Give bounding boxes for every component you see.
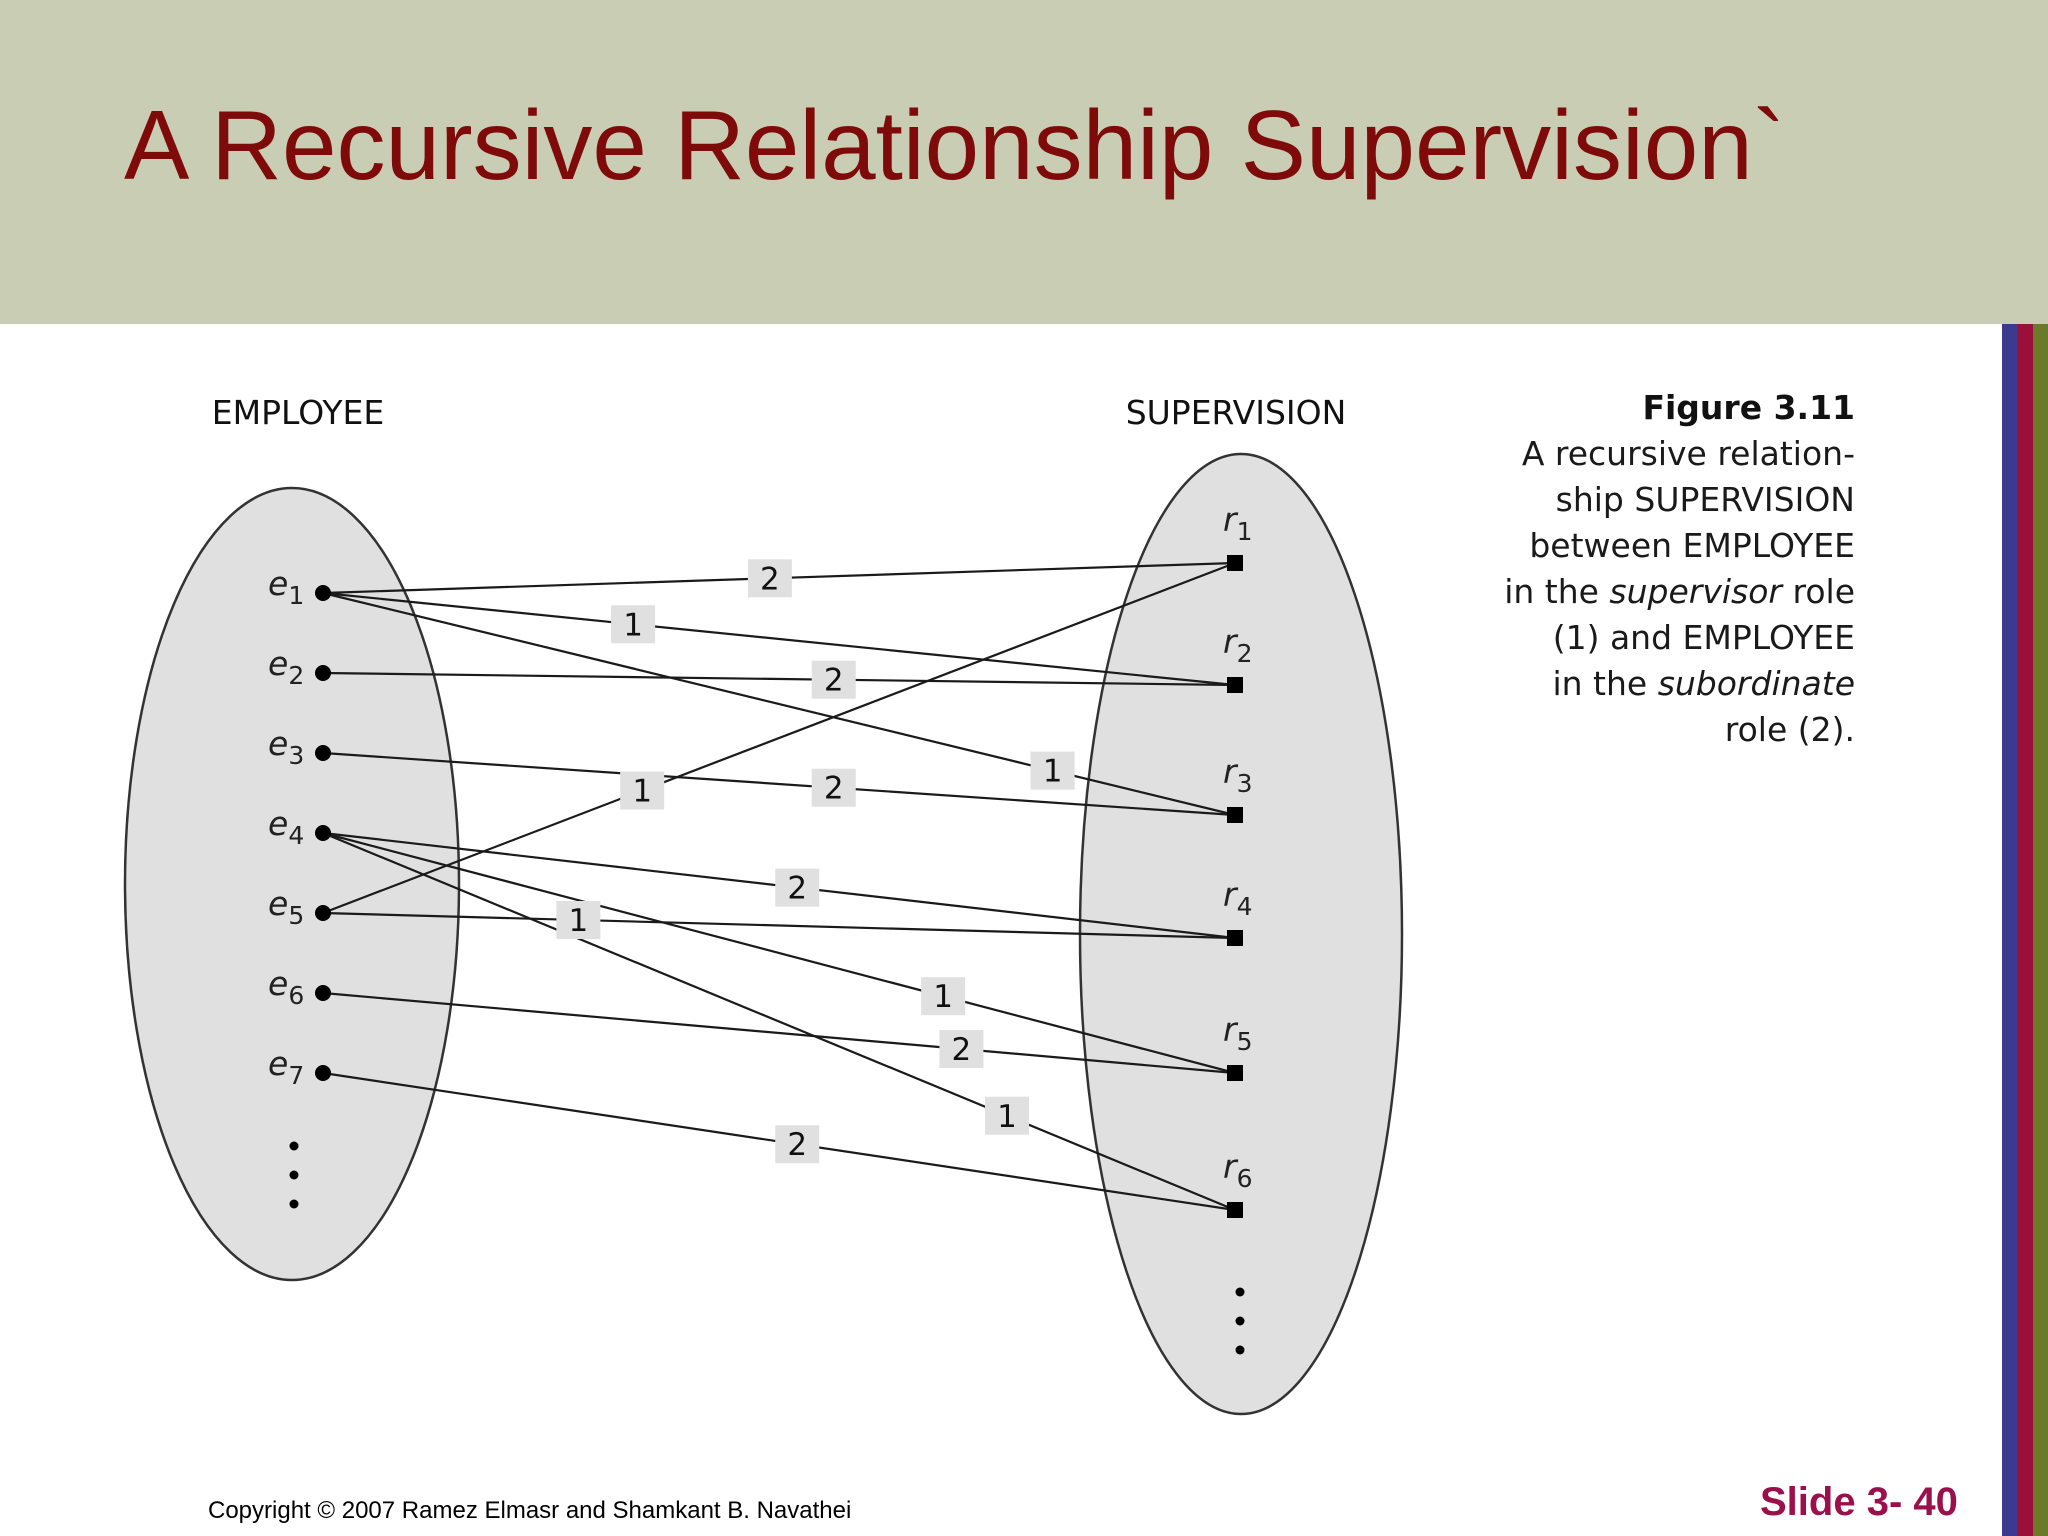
caption-text: in the xyxy=(1552,664,1658,703)
role-label: 1 xyxy=(568,903,588,939)
stripe-red xyxy=(2017,324,2033,1536)
link-e3-r3 xyxy=(322,751,1236,817)
ellipsis-dot xyxy=(1235,1316,1245,1326)
header-bar: A Recursive Relationship Supervision` xyxy=(0,0,2048,324)
employee-node-e1 xyxy=(315,585,331,601)
employee-node-e5 xyxy=(315,905,331,921)
ellipsis-dot xyxy=(289,1170,299,1180)
caption-line: ship SUPERVISION xyxy=(1555,480,1855,519)
caption-emphasis: supervisor xyxy=(1609,572,1782,611)
role-label: 1 xyxy=(997,1099,1017,1135)
ellipsis-dot xyxy=(289,1199,299,1209)
copyright-notice: Copyright © 2007 Ramez Elmasr and Shamka… xyxy=(208,1497,852,1524)
role-label-bg xyxy=(1030,751,1075,790)
employee-set-label: EMPLOYEE xyxy=(212,393,384,432)
role-label: 2 xyxy=(824,771,844,807)
role-label: 1 xyxy=(632,774,652,810)
ellipsis-dot xyxy=(1235,1287,1245,1297)
role-label-bg xyxy=(747,559,792,598)
supervision-set-label: SUPERVISION xyxy=(1126,393,1347,432)
stripe-blue xyxy=(2002,324,2018,1536)
ellipsis-dot xyxy=(1235,1345,1245,1355)
caption-line: in the supervisor role xyxy=(1400,569,1855,615)
relationship-node-r6 xyxy=(1227,1202,1243,1218)
role-label-bg xyxy=(811,660,856,699)
link-e4-r5 xyxy=(322,831,1236,1075)
employee-node-e2 xyxy=(315,665,331,681)
stripe-green xyxy=(2032,324,2048,1536)
decorative-stripes xyxy=(2002,324,2048,1536)
slide-number: Slide 3- 40 xyxy=(1760,1480,1958,1524)
role-label-bg xyxy=(775,1125,820,1164)
relationship-node-r5 xyxy=(1227,1065,1243,1081)
caption-line: A recursive relation- xyxy=(1521,434,1855,473)
employee-label-e6: e6 xyxy=(268,964,304,1010)
link-e2-r2 xyxy=(322,671,1236,687)
caption-line: role (2). xyxy=(1724,710,1855,749)
ellipsis-dot xyxy=(289,1141,299,1151)
role-label-bg xyxy=(811,768,856,807)
role-label: 2 xyxy=(952,1032,972,1068)
role-label: 2 xyxy=(787,871,807,907)
role-label: 1 xyxy=(933,979,953,1015)
caption-emphasis: subordinate xyxy=(1657,664,1855,703)
employee-node-e3 xyxy=(315,745,331,761)
caption-line: (1) and EMPLOYEE xyxy=(1552,618,1855,657)
relationship-node-r4 xyxy=(1227,930,1243,946)
employee-node-e4 xyxy=(315,825,331,841)
caption-line: between EMPLOYEE xyxy=(1529,526,1855,565)
relationship-node-r2 xyxy=(1227,677,1243,693)
supervision-ellipsis xyxy=(1235,1287,1245,1355)
figure-caption: Figure 3.11 A recursive relation- ship S… xyxy=(1400,385,1855,753)
role-label-bg xyxy=(775,868,820,907)
figure-label: Figure 3.11 xyxy=(1642,388,1855,427)
link-e1-r3 xyxy=(322,591,1236,817)
slide-title: A Recursive Relationship Supervision` xyxy=(124,90,1786,200)
employee-label-e3: e3 xyxy=(268,724,304,770)
role-label-bg xyxy=(620,771,665,810)
role-label-bg xyxy=(985,1096,1029,1135)
employee-set-ellipse xyxy=(123,486,461,1282)
role-label-bg xyxy=(556,901,601,939)
role-label: 1 xyxy=(1043,754,1063,790)
role-label-bg xyxy=(921,977,966,1016)
employee-ellipsis xyxy=(289,1141,299,1209)
link-e1-r2 xyxy=(322,591,1236,687)
role-label: 2 xyxy=(787,1127,807,1163)
relationship-node-r1 xyxy=(1227,555,1243,571)
link-e5-r4 xyxy=(322,911,1236,940)
role-label: 2 xyxy=(760,561,780,597)
employee-node-e7 xyxy=(315,1065,331,1081)
caption-text: role xyxy=(1782,572,1855,611)
caption-text: in the xyxy=(1504,572,1610,611)
link-e5-r1 xyxy=(322,561,1236,915)
role-label: 1 xyxy=(623,607,643,643)
role-label-bg xyxy=(939,1030,984,1068)
caption-line: in the subordinate xyxy=(1400,661,1855,707)
link-e4-r6 xyxy=(322,831,1236,1212)
role-label: 2 xyxy=(824,663,844,699)
role-label-bg xyxy=(611,605,656,644)
employee-node-e6 xyxy=(315,985,331,1001)
link-e6-r5 xyxy=(322,991,1236,1075)
relationship-node-r3 xyxy=(1227,807,1243,823)
